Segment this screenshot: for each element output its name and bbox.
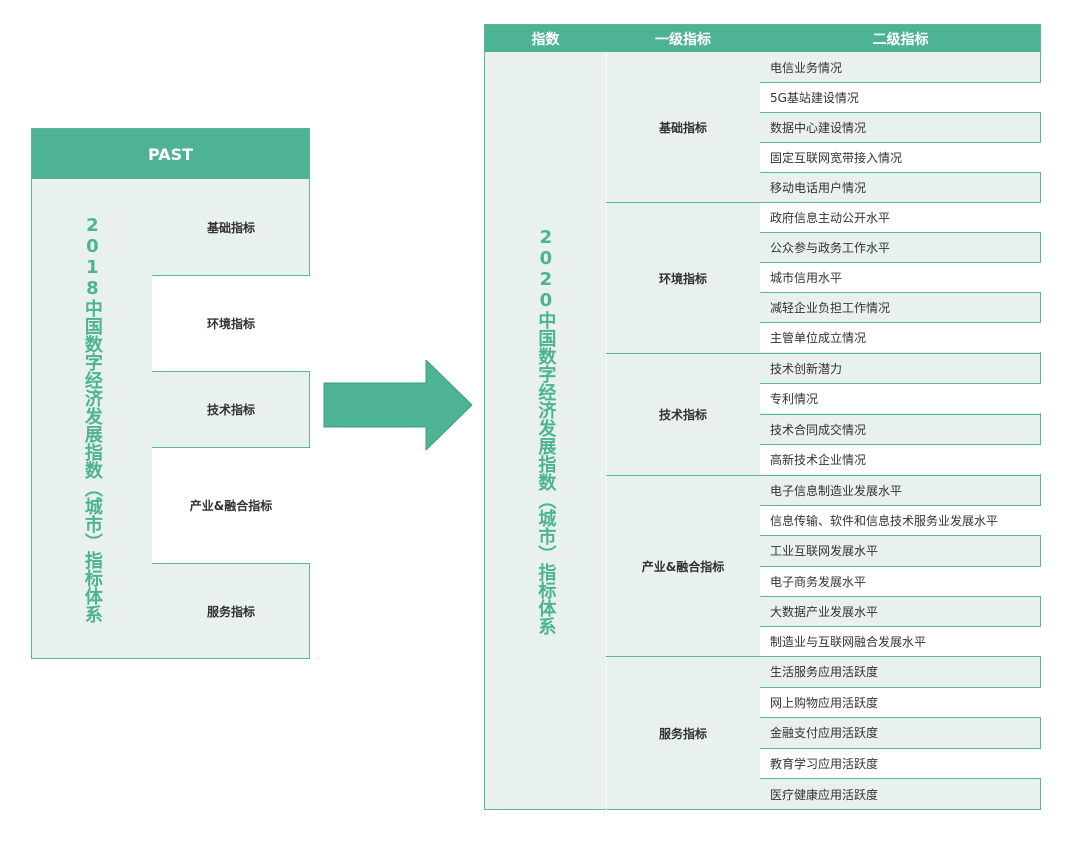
past-index-panel: PAST 2018中国数字经济发展指数（城市）指标体系 基础指标 环境指标 技术… bbox=[31, 128, 310, 659]
level1-industry: 产业&融合指标 bbox=[606, 475, 760, 656]
past-item-technology: 技术指标 bbox=[152, 371, 310, 447]
level2-item: 生活服务应用活跃度 bbox=[760, 656, 1041, 686]
level2-item: 电信业务情况 bbox=[770, 60, 843, 75]
level2-item: 医疗健康应用活跃度 bbox=[760, 778, 1041, 810]
index-title-2020: 2020中国数字经济发展指数（城市）指标体系 bbox=[535, 227, 557, 635]
level2-item: 公众参与政务工作水平 bbox=[760, 232, 1041, 262]
right-arrow-icon bbox=[323, 360, 473, 450]
level2-item: 减轻企业负担工作情况 bbox=[760, 292, 1041, 322]
level2-item: 电子信息制造业发展水平 bbox=[760, 475, 1041, 505]
level2-item: 技术合同成交情况 bbox=[760, 414, 1041, 444]
level2-item: 政府信息主动公开水平 bbox=[760, 202, 1041, 232]
level2-item: 高新技术企业情况 bbox=[760, 444, 1041, 474]
level1-foundation: 基础指标 bbox=[658, 120, 707, 135]
level2-item: 数据中心建设情况 bbox=[760, 112, 1041, 142]
header-level1: 一级指标 bbox=[655, 31, 711, 48]
level2-item: 城市信用水平 bbox=[760, 262, 1041, 292]
level2-item: 移动电话用户情况 bbox=[760, 172, 1041, 202]
past-item-service: 服务指标 bbox=[152, 563, 310, 659]
past-header: PAST bbox=[32, 129, 309, 179]
level2-item: 技术创新潜力 bbox=[760, 353, 1041, 383]
table-header: 指数 一级指标 二级指标 bbox=[485, 25, 1040, 52]
past-index-title: 2018中国数字经济发展指数（城市）指标体系 bbox=[81, 215, 103, 623]
header-index: 指数 bbox=[531, 31, 560, 48]
level2-item: 网上购物应用活跃度 bbox=[760, 687, 1041, 717]
level2-item: 制造业与互联网融合发展水平 bbox=[760, 626, 1041, 656]
level2-item: 教育学习应用活跃度 bbox=[760, 748, 1041, 778]
level1-technology: 技术指标 bbox=[606, 353, 760, 475]
index-table-2020: 指数 一级指标 二级指标 2020中国数字经济发展指数（城市）指标体系 基础指标… bbox=[484, 24, 1041, 810]
level2-item: 大数据产业发展水平 bbox=[760, 596, 1041, 626]
level2-item: 5G基站建设情况 bbox=[760, 82, 1041, 112]
level2-item: 信息传输、软件和信息技术服务业发展水平 bbox=[760, 505, 1041, 535]
index-column: 2020中国数字经济发展指数（城市）指标体系 bbox=[485, 52, 607, 810]
level1-environment: 环境指标 bbox=[606, 202, 760, 353]
level2-item: 固定互联网宽带接入情况 bbox=[760, 142, 1041, 172]
level2-item: 金融支付应用活跃度 bbox=[760, 717, 1041, 747]
level2-item: 电子商务发展水平 bbox=[760, 566, 1041, 596]
level2-item: 工业互联网发展水平 bbox=[760, 535, 1041, 565]
header-level2: 二级指标 bbox=[872, 31, 929, 48]
level1-service: 服务指标 bbox=[606, 656, 760, 810]
past-item-environment: 环境指标 bbox=[152, 275, 310, 371]
past-item-industry: 产业&融合指标 bbox=[152, 447, 310, 563]
level2-item: 主管单位成立情况 bbox=[760, 322, 1041, 352]
past-item-foundation: 基础指标 bbox=[206, 220, 255, 235]
level2-item: 专利情况 bbox=[760, 383, 1041, 413]
